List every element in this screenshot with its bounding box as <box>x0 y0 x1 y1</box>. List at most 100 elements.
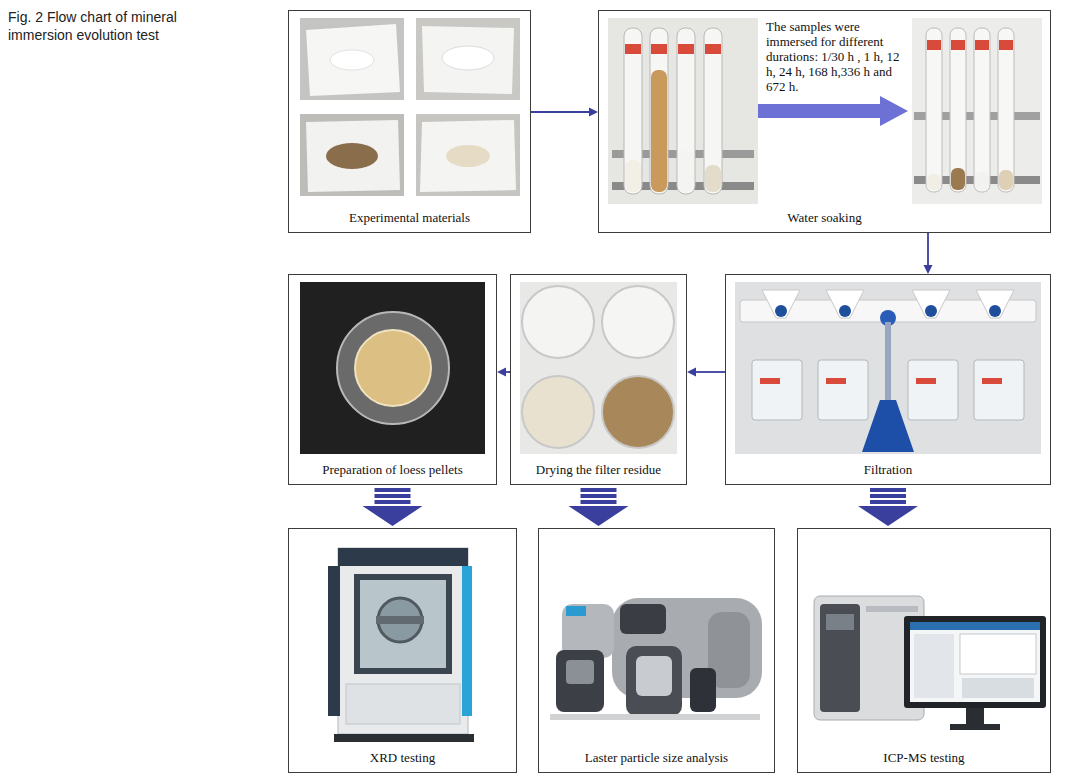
filtration-photo-part <box>912 290 950 318</box>
particle-size-box: Laster particle size analysis <box>538 528 775 773</box>
particle-analyzer-part <box>566 660 594 684</box>
icp-ms-instrument-part <box>914 634 954 698</box>
filtration-box: Filtration <box>725 274 1051 485</box>
sample-photo-part <box>300 114 404 196</box>
sample-photo-part <box>420 120 516 192</box>
sample-photo-part <box>416 18 520 100</box>
petri-dish-photo-part <box>522 376 594 448</box>
arrow-line <box>531 111 592 113</box>
filtration-photo <box>735 282 1041 454</box>
block-arrow-bar <box>870 500 906 504</box>
test-tube-photo-part <box>950 28 966 192</box>
sample-photo-part <box>330 50 374 70</box>
block-arrow-bar <box>581 488 617 492</box>
icp-ms-instrument <box>814 596 1046 730</box>
block-arrow-bar <box>375 500 411 504</box>
test-tube-photo-part <box>608 18 758 204</box>
sample-photo-part <box>306 120 400 192</box>
drying-box: Drying the filter residue <box>510 274 687 485</box>
test-tube-photo-part <box>624 28 642 194</box>
sample-photo-part <box>446 145 490 167</box>
box-label: Drying the filter residue <box>515 462 682 477</box>
test-tube-photo-part <box>678 44 694 54</box>
test-tube-photo-part <box>625 44 641 54</box>
box-label: Preparation of loess pellets <box>293 462 492 477</box>
materials-box: Experimental materials <box>288 10 531 233</box>
flow-arrow <box>531 108 598 117</box>
xrd-instrument <box>328 548 474 742</box>
test-tube-photo-part <box>650 28 668 194</box>
particle-analyzer-part <box>690 668 716 712</box>
xrd-instrument-part <box>354 574 452 674</box>
test-tube-photo-part <box>625 160 641 192</box>
pellet-photo <box>300 282 485 454</box>
soaking-box: The samples were immersed for different … <box>598 10 1051 233</box>
icp-ms-instrument-part <box>966 708 984 726</box>
icp-ms-instrument-part <box>904 616 1046 708</box>
particle-analyzer-part <box>556 650 604 712</box>
sample-photo-part <box>416 114 520 196</box>
icp-ms-instrument-part <box>910 622 1040 630</box>
filtration-photo-part <box>974 360 1024 420</box>
particle-analyzer-part <box>550 714 760 720</box>
test-tube-photo-part <box>677 28 695 194</box>
block-arrow-bar <box>375 488 411 492</box>
note-text: The samples were immersed for different … <box>766 19 912 94</box>
box-label: Filtration <box>730 462 1046 477</box>
sample-photo-part <box>300 18 404 100</box>
block-arrow-head <box>569 506 629 526</box>
filtration-photo-part <box>885 322 891 412</box>
arrow-line <box>693 371 725 373</box>
block-arrow-bar <box>375 494 411 498</box>
block-arrow-head <box>858 506 918 526</box>
icp-ms-instrument-part <box>820 604 860 712</box>
filtration-photo-part <box>839 305 851 317</box>
icp-ms-instrument-part <box>866 606 918 612</box>
arrow-head <box>589 108 598 117</box>
test-tube-photo-part <box>912 18 1042 204</box>
block-arrow-head <box>363 506 423 526</box>
box-label: ICP-MS testing <box>802 750 1046 765</box>
particle-analyzer <box>550 598 762 720</box>
petri-dish-photo-part <box>522 286 594 358</box>
filtration-photo-part <box>735 282 1041 454</box>
sample-photo-part <box>306 24 400 96</box>
filtration-photo-part <box>760 378 780 384</box>
filtration-photo-part <box>826 378 846 384</box>
icp-ms-instrument-part <box>910 622 1040 702</box>
test-tube-photo-part <box>926 28 942 192</box>
block-arrow <box>569 488 629 526</box>
test-tube-photo-part <box>951 40 965 50</box>
xrd-box: XRD testing <box>288 528 517 773</box>
filtration-photo-part <box>976 290 1014 318</box>
test-tube-photo-part <box>951 168 965 190</box>
time-arrow-part <box>758 96 908 126</box>
sample-photo-part <box>422 26 514 94</box>
xrd-instrument-part <box>338 548 468 734</box>
particle-analyzer-part <box>620 604 666 634</box>
petri-dish-photo-part <box>602 376 674 448</box>
particle-analyzer-part <box>566 606 586 616</box>
block-arrow <box>858 488 918 526</box>
particle-analyzer-part <box>562 604 614 658</box>
xrd-instrument-part <box>334 734 474 742</box>
sample-photo <box>300 18 520 196</box>
filtration-photo-part <box>982 378 1002 384</box>
box-label: XRD testing <box>293 750 512 765</box>
block-arrow-bar <box>870 494 906 498</box>
test-tube-photo-part <box>974 28 990 192</box>
arrow-head <box>924 265 933 274</box>
xrd-instrument-part <box>328 566 340 716</box>
icp-ms-box: ICP-MS testing <box>797 528 1051 773</box>
xrd-instrument-part <box>346 684 460 724</box>
filtration-photo-part <box>818 360 868 420</box>
pellet-photo-part <box>300 282 485 454</box>
arrow-head <box>497 368 506 377</box>
filtration-photo-part <box>752 360 802 420</box>
block-arrow <box>363 488 423 526</box>
test-tube-photo-part <box>651 70 667 192</box>
test-tube-photo-part <box>651 44 667 54</box>
icp-ms-instrument-part <box>826 614 854 630</box>
filtration-photo-part <box>925 305 937 317</box>
